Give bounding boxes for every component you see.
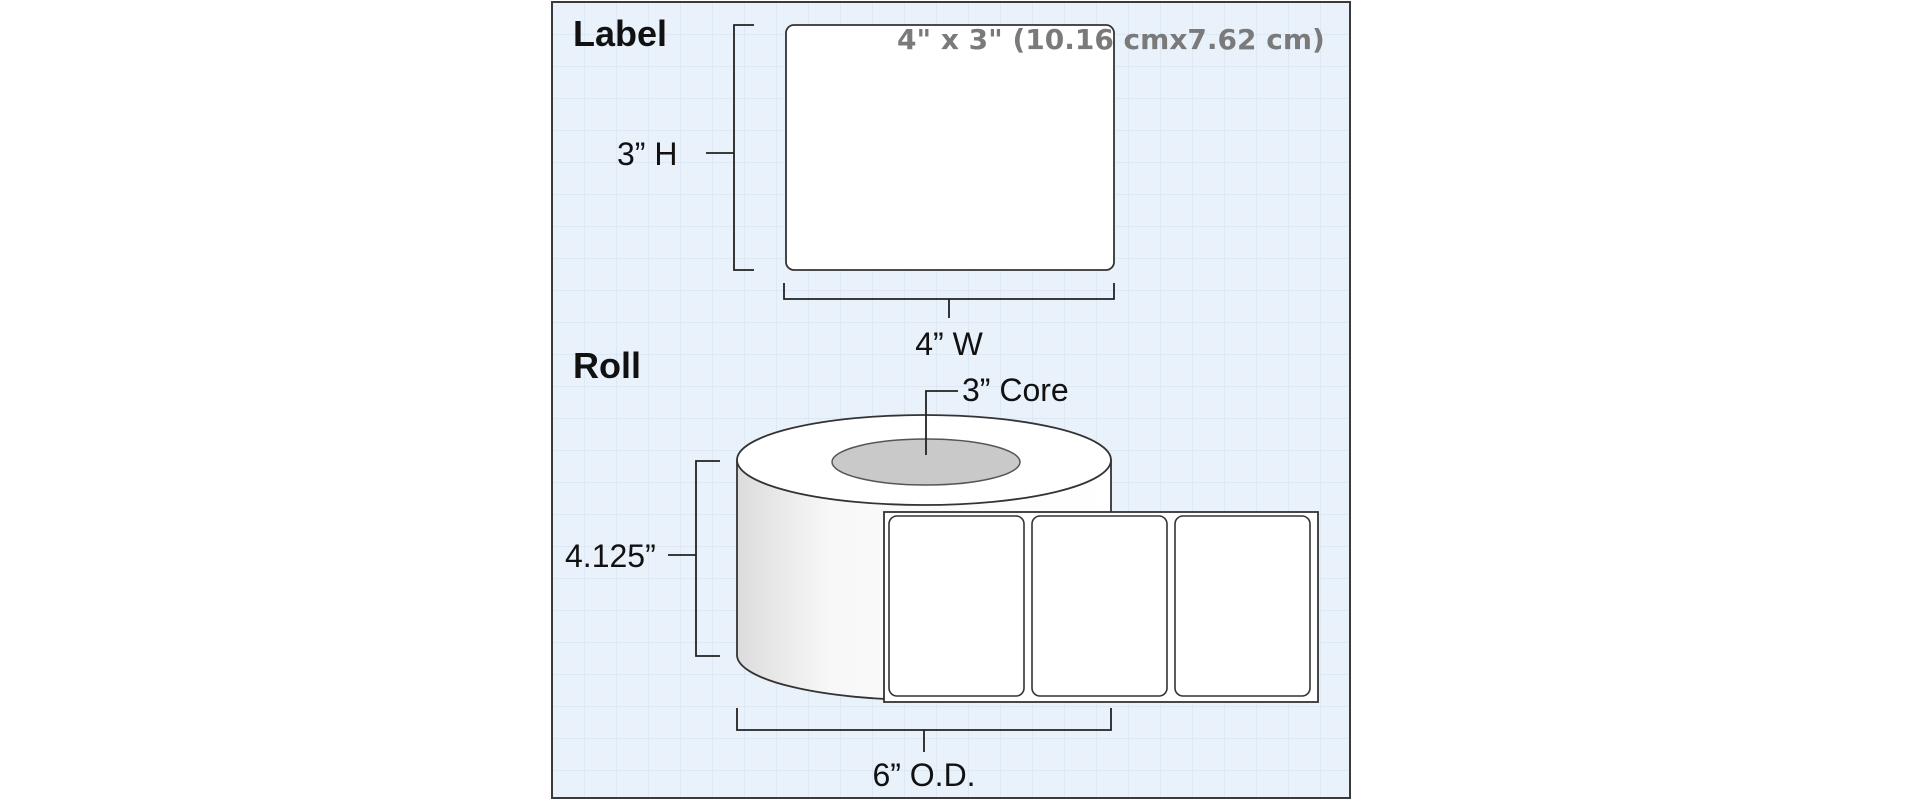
roll-label-3 bbox=[1174, 515, 1311, 697]
roll-heading: Roll bbox=[573, 345, 641, 386]
roll-diameter-bracket bbox=[736, 708, 1112, 752]
roll-diameter-dimension: 6” O.D. bbox=[872, 757, 975, 793]
label-width-dimension: 4” W bbox=[915, 326, 983, 362]
roll-label-2 bbox=[1031, 515, 1168, 697]
roll-height-bracket bbox=[668, 460, 720, 657]
core-leader-line bbox=[925, 390, 958, 455]
core-dimension: 3” Core bbox=[962, 372, 1069, 408]
label-height-dimension: 3” H bbox=[617, 136, 677, 172]
roll-label-1 bbox=[888, 515, 1025, 697]
label-height-bracket bbox=[706, 24, 754, 271]
label-width-bracket bbox=[783, 283, 1115, 318]
label-heading: Label bbox=[573, 13, 667, 54]
panel-border bbox=[551, 1, 1351, 799]
label-shape bbox=[785, 24, 1115, 271]
label-size-caption: 4" x 3" (10.16 cmx7.62 cm) bbox=[897, 23, 1325, 56]
roll-height-dimension: 4.125” bbox=[565, 538, 656, 574]
